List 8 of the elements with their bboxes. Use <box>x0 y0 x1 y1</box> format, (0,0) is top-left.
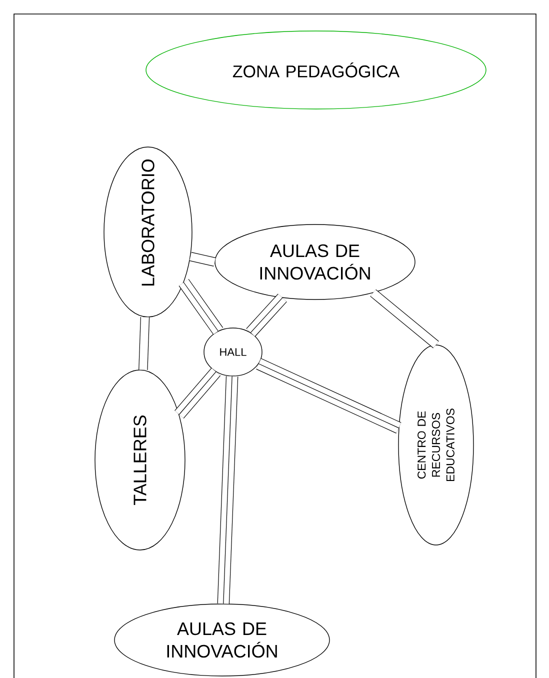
corridor <box>370 289 439 348</box>
corridor <box>217 376 238 604</box>
corridor <box>178 278 224 335</box>
corridor <box>246 294 287 337</box>
corridor <box>189 252 216 266</box>
corridor <box>174 368 221 418</box>
corridor <box>138 317 150 370</box>
corridor <box>256 358 402 434</box>
